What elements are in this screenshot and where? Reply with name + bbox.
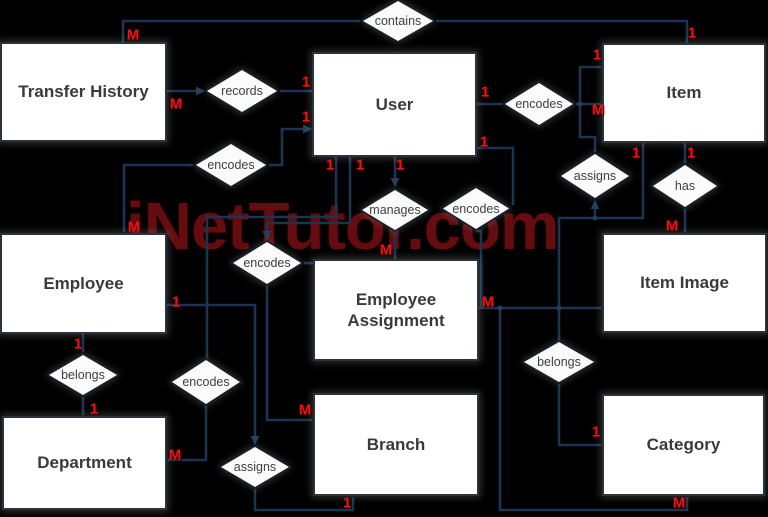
cardinality-label: M [127,218,141,236]
line-user-encodes-branch [265,157,352,231]
line-employee-assigns [167,303,257,436]
line-encodes11-department [168,406,208,462]
entity-transfer-history: Transfer History [0,42,167,142]
arrowhead [250,436,260,445]
line-user-encodes-department [205,157,338,358]
cardinality-label: 1 [342,494,352,512]
cardinality-label: 1 [631,144,641,162]
cardinality-label: 1 [480,83,490,101]
entity-category: Category [602,394,765,496]
cardinality-label: M [672,494,686,512]
relationship-encodes-user-ea: encodes [440,186,512,231]
relationship-belongs-itemimage-category: belongs [521,340,597,384]
arrowhead [303,124,312,134]
cardinality-label: 1 [73,335,83,353]
line-item-junction-up [578,65,601,104]
line-contains-transfer-history [121,19,360,43]
entity-label: Transfer History [18,82,149,102]
relationship-encodes-user-branch: encodes [230,240,304,286]
cardinality-label: 1 [592,46,602,64]
junction-dot [592,215,598,221]
junction-dot [577,101,583,107]
entity-label: Item [666,83,702,103]
line-contains-item [436,19,689,43]
arrowhead [196,86,205,96]
line-belongs-category [557,384,601,447]
entity-branch: Branch [313,393,479,496]
cardinality-label: 1 [686,144,696,162]
junction-dot [556,305,562,311]
relationship-encodes-user-employee: encodes [193,142,269,188]
entity-label: User [375,94,414,114]
relationship-records: records [204,68,280,114]
entity-employee: Employee [0,233,167,334]
line-item-belongs [557,143,645,341]
entity-label: Item Image [640,273,729,293]
arrowhead [390,178,400,187]
entity-item-image: Item Image [602,233,767,333]
entity-label: Category [646,435,721,455]
arrowhead [590,200,600,209]
line-encodes-user-left [269,127,303,167]
relationship-contains: contains [360,0,436,43]
cardinality-label: 1 [395,156,405,174]
cardinality-label: 1 [479,133,489,151]
entity-label: Employee [43,273,124,293]
junction-dot [497,305,503,311]
cardinality-label: M [126,26,140,44]
relationship-encodes-user-item: encodes [502,81,576,127]
cardinality-label: 1 [355,156,365,174]
entity-item: Item [602,43,766,143]
line-user-encodes-ea [477,146,515,205]
entity-user: User [312,52,477,157]
relationship-encodes-user-department: encodes [169,358,243,406]
entity-employee-assignment: Employee Assignment [313,259,479,361]
entity-label: Employee Assignment [347,289,445,330]
relationship-assigns-item: assigns [558,152,632,200]
line-encodes-employee [122,163,193,232]
cardinality-label: 1 [301,73,311,91]
cardinality-label: M [298,401,312,419]
entity-department: Department [2,416,167,510]
entity-label: Branch [366,434,426,454]
relationship-assigns-employee-branch: assigns [218,445,292,489]
cardinality-label: M [169,95,183,113]
relationship-manages: manages [359,188,431,232]
cardinality-label: M [379,241,393,259]
cardinality-label: 1 [687,24,697,42]
line-encodes8-down [476,229,483,308]
cardinality-label: M [665,217,679,235]
cardinality-label: 1 [325,156,335,174]
cardinality-label: M [168,446,182,464]
cardinality-label: 1 [591,423,601,441]
relationship-has: has [650,163,720,209]
cardinality-label: M [591,101,605,119]
entity-label: Department [37,453,132,473]
line-ea-category [498,308,689,512]
cardinality-label: 1 [301,108,311,126]
cardinality-label: M [481,293,495,311]
line-encodes9-branch [265,286,312,422]
relationship-belongs-employee-department: belongs [46,353,120,397]
line-junction-assigns [578,104,597,152]
cardinality-label: 1 [89,400,99,418]
line-assigns-branch [253,489,355,512]
arrowhead [262,231,272,240]
cardinality-label: 1 [171,293,181,311]
